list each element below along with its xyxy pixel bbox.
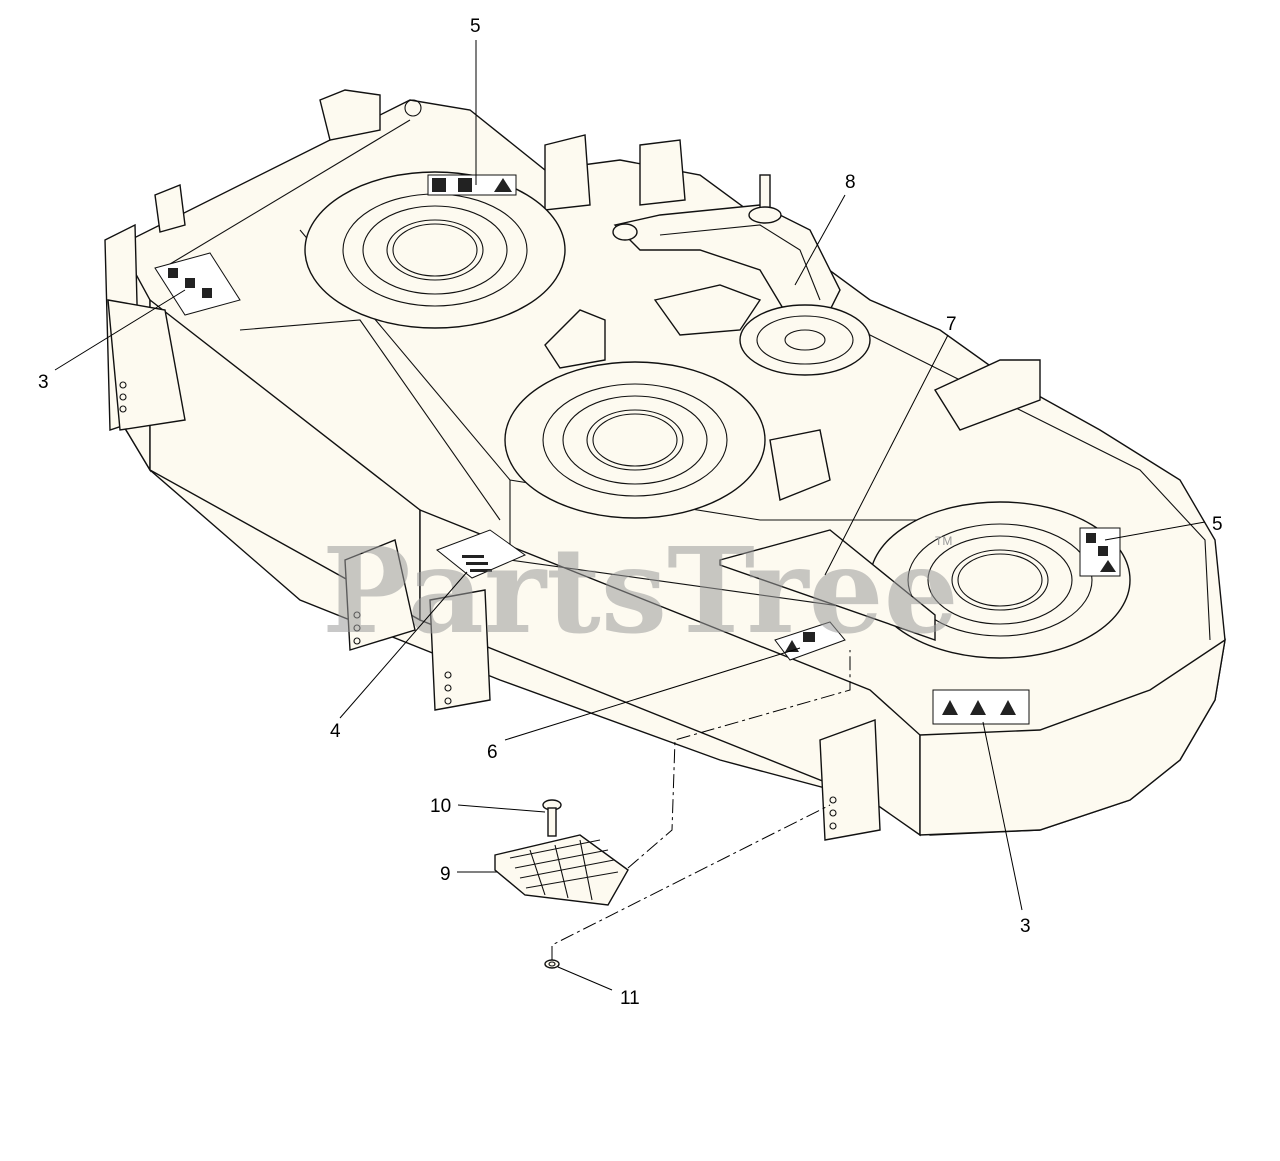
callout-9: 9: [440, 864, 451, 885]
callout-8: 8: [845, 172, 856, 193]
callout-7: 7: [946, 314, 957, 335]
assembly-line-9: [627, 650, 851, 869]
callout-5-right: 5: [1212, 514, 1223, 535]
deck-baffle: [719, 529, 936, 641]
callout-11: 11: [620, 988, 640, 1009]
nut-11: [544, 959, 560, 969]
watermark-trademark: TM: [935, 534, 952, 548]
platform-9: [494, 834, 629, 906]
watermark: PartsTree: [322, 521, 959, 660]
spindle-center: [504, 361, 766, 519]
decal-3-front: [154, 252, 241, 316]
assembly-line-11: [551, 804, 831, 960]
decal-3-rear: [932, 689, 1030, 725]
leader-lines: [54, 40, 1206, 991]
idler-arm-assembly: [544, 174, 871, 376]
spindle-left: [304, 171, 566, 329]
discharge-plate: [769, 429, 831, 501]
callout-6: 6: [487, 742, 498, 763]
decal-5-right: [1079, 527, 1121, 577]
callout-3-front: 3: [38, 372, 49, 393]
pin-10: [542, 799, 562, 837]
callout-10: 10: [430, 796, 451, 817]
callout-3-rear: 3: [1020, 916, 1031, 937]
callout-5-rear: 5: [470, 16, 481, 37]
callout-4: 4: [330, 721, 341, 742]
decal-5-rear: [427, 174, 517, 196]
decal-4: [436, 529, 527, 579]
